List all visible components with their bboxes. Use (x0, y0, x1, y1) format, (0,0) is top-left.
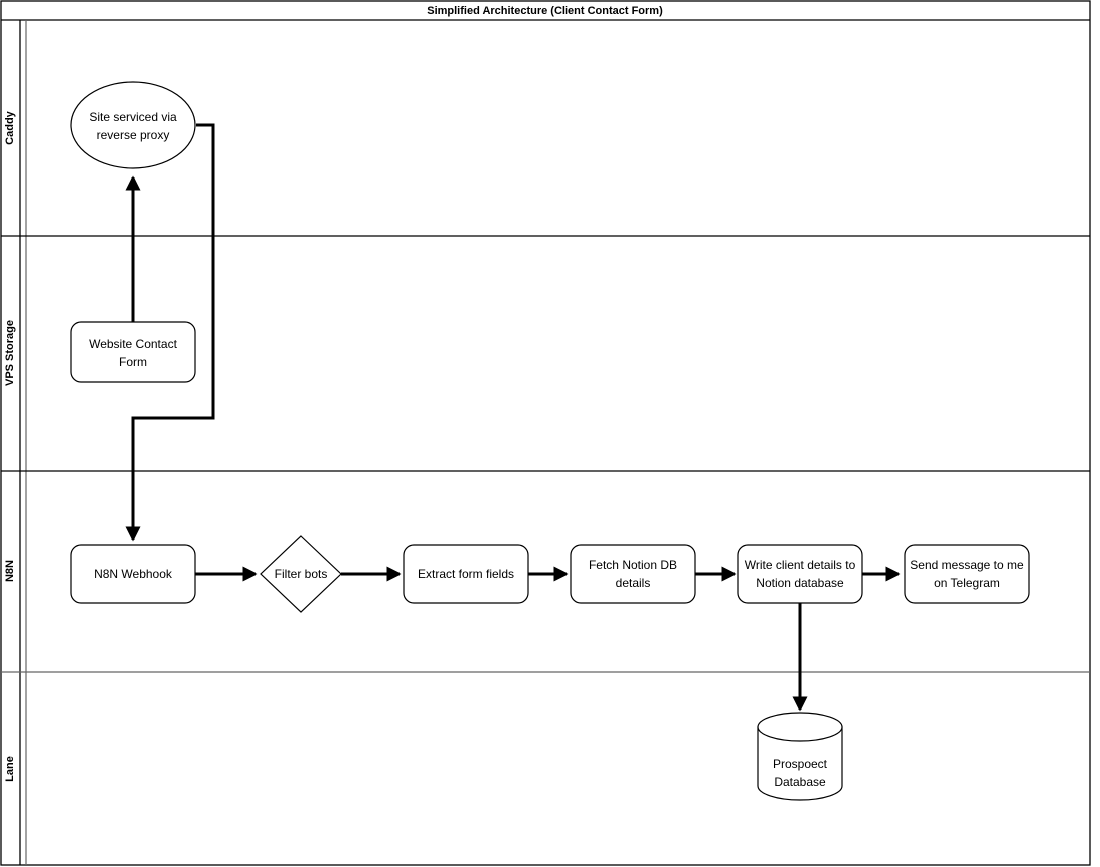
lane-label-n8n: N8N (4, 560, 16, 582)
lane-dividers (1, 235, 1090, 673)
node-write-client-details-label-line2: Notion database (756, 576, 844, 590)
node-site-reverse-proxy-label-line1: Site serviced via (89, 110, 177, 124)
node-website-contact-form[interactable]: Website Contact Form (70, 321, 196, 383)
lane-label-caddy-text: Caddy (4, 110, 16, 145)
lane-label-vps-storage: VPS Storage (4, 320, 16, 386)
node-filter-bots-label-line1: Filter bots (275, 567, 328, 581)
node-send-telegram-message[interactable]: Send message to me on Telegram (904, 544, 1030, 604)
lane-label-n8n-text: N8N (4, 560, 16, 582)
node-send-telegram-message-label-line2: on Telegram (934, 576, 1000, 590)
node-prospect-database-label-line1: Prospoect (773, 757, 828, 771)
node-fetch-notion-db-details-label-line2: details (616, 576, 651, 590)
node-write-client-details-label-line1: Write client details to (745, 558, 856, 572)
edge-proxy-to-webhook (125, 123, 215, 542)
node-extract-form-fields[interactable]: Extract form fields (403, 544, 529, 604)
node-fetch-notion-db-details[interactable]: Fetch Notion DB details (570, 544, 696, 604)
node-site-reverse-proxy[interactable]: Site serviced via reverse proxy (70, 81, 196, 169)
node-prospect-database[interactable]: Prospoect Database (757, 712, 843, 801)
pool-title: Simplified Architecture (Client Contact … (427, 5, 663, 17)
node-write-client-details[interactable]: Write client details to Notion database (737, 544, 863, 604)
node-website-contact-form-label-line1: Website Contact (89, 337, 177, 351)
node-site-reverse-proxy-label-line2: reverse proxy (97, 128, 170, 142)
node-filter-bots[interactable]: Filter bots (260, 535, 342, 613)
node-extract-form-fields-label-line1: Extract form fields (418, 567, 514, 581)
node-fetch-notion-db-details-label-line1: Fetch Notion DB (589, 558, 677, 572)
lane-label-vps-storage-text: VPS Storage (4, 320, 16, 386)
lane-label-lane: Lane (4, 756, 16, 782)
lane-label-caddy: Caddy (4, 110, 16, 145)
node-n8n-webhook-label-line1: N8N Webhook (94, 567, 173, 581)
node-prospect-database-label-line2: Database (774, 775, 826, 789)
node-send-telegram-message-label-line1: Send message to me (910, 558, 1024, 572)
node-n8n-webhook[interactable]: N8N Webhook (70, 544, 196, 604)
lane-label-lane-text: Lane (4, 756, 16, 782)
node-website-contact-form-label-line2: Form (119, 355, 147, 369)
